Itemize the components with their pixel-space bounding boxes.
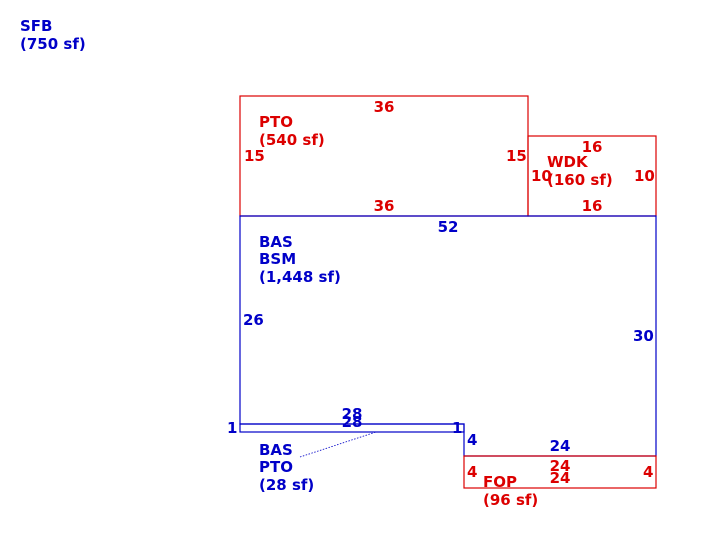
main-code-label-1: BAS xyxy=(259,233,293,251)
strip-dim-bottom: 28 xyxy=(342,413,363,431)
strip-leader-line xyxy=(299,431,377,458)
pto-dim-left: 15 xyxy=(244,147,265,165)
fop-dim-left: 4 xyxy=(467,463,477,481)
main-area-label: (1,448 sf) xyxy=(259,268,341,286)
wdk-dim-right: 10 xyxy=(634,167,655,185)
main-area: BAS BSM (1,448 sf) 52 26 30 4 24 xyxy=(239,215,657,457)
fop-dim-top: 24 xyxy=(550,457,571,475)
fop-code-label: FOP xyxy=(483,473,517,491)
strip-outline xyxy=(239,423,465,433)
main-dim-right: 30 xyxy=(633,327,654,345)
strip-code-label-2: PTO xyxy=(259,458,293,476)
main-outline xyxy=(239,215,657,457)
wdk-dim-left: 10 xyxy=(531,167,552,185)
pto-dim-bottom: 36 xyxy=(374,197,395,215)
pto-dim-top: 36 xyxy=(374,98,395,116)
pto-area-label: (540 sf) xyxy=(259,131,325,149)
pto-area: PTO (540 sf) 36 15 15 36 xyxy=(239,95,529,217)
strip-code-label-1: BAS xyxy=(259,441,293,459)
wdk-code-label: WDK xyxy=(547,153,589,171)
strip-area-label: (28 sf) xyxy=(259,476,314,494)
wdk-dim-top: 16 xyxy=(582,138,603,156)
fop-dim-bottom: 24 xyxy=(550,469,571,487)
wdk-dim-bottom: 16 xyxy=(582,197,603,215)
summary-label: SFB (750 sf) xyxy=(20,17,86,53)
strip-dim-right: 1 xyxy=(452,419,462,437)
fop-area: 24 24 4 4 FOP (96 sf) xyxy=(463,455,657,509)
notch-dim-top: 24 xyxy=(550,437,571,455)
strip-area: 28 28 1 1 BAS PTO (28 sf) xyxy=(227,405,465,494)
pto-dim-right: 15 xyxy=(506,147,527,165)
main-dim-left: 26 xyxy=(243,311,264,329)
notch-dim-side: 4 xyxy=(467,431,477,449)
strip-dim-left: 1 xyxy=(227,419,237,437)
fop-dim-right: 4 xyxy=(643,463,653,481)
main-dim-top: 52 xyxy=(438,218,459,236)
strip-dim-top: 28 xyxy=(342,405,363,423)
summary-area: (750 sf) xyxy=(20,35,86,53)
fop-outline xyxy=(463,455,657,489)
pto-code-label: PTO xyxy=(259,113,293,131)
fop-area-label: (96 sf) xyxy=(483,491,538,509)
wdk-area-label: (160 sf) xyxy=(547,171,613,189)
summary-code: SFB xyxy=(20,17,52,35)
main-code-label-2: BSM xyxy=(259,250,296,268)
wdk-area: WDK (160 sf) 16 10 10 16 xyxy=(527,135,657,217)
